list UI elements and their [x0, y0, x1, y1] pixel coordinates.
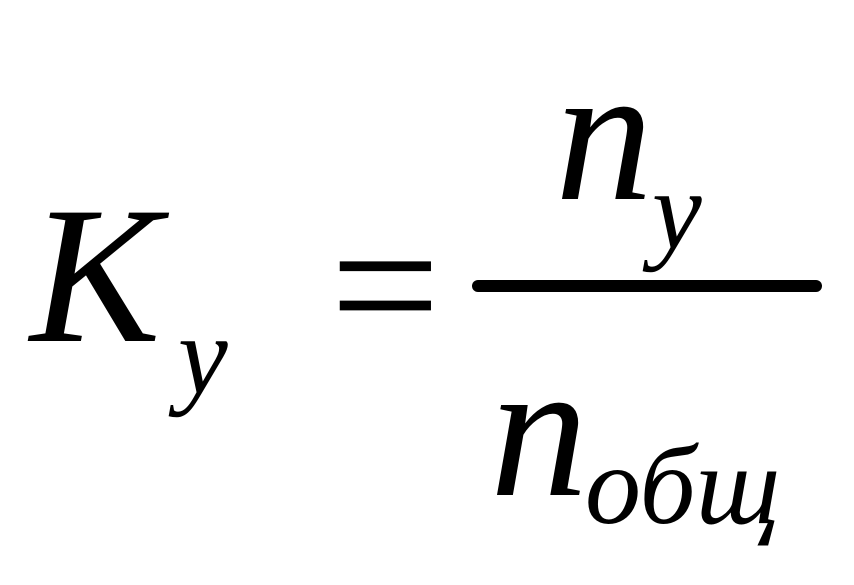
numerator-subscript: у [652, 149, 702, 273]
lhs-subscript: у [178, 294, 228, 418]
denominator-symbol: n [490, 321, 588, 538]
numerator-symbol: n [555, 25, 653, 242]
denominator-subscript: общ [585, 424, 781, 548]
fraction-bar [472, 280, 822, 292]
lhs-symbol: K [30, 167, 161, 384]
equals-sign: = [330, 177, 441, 394]
